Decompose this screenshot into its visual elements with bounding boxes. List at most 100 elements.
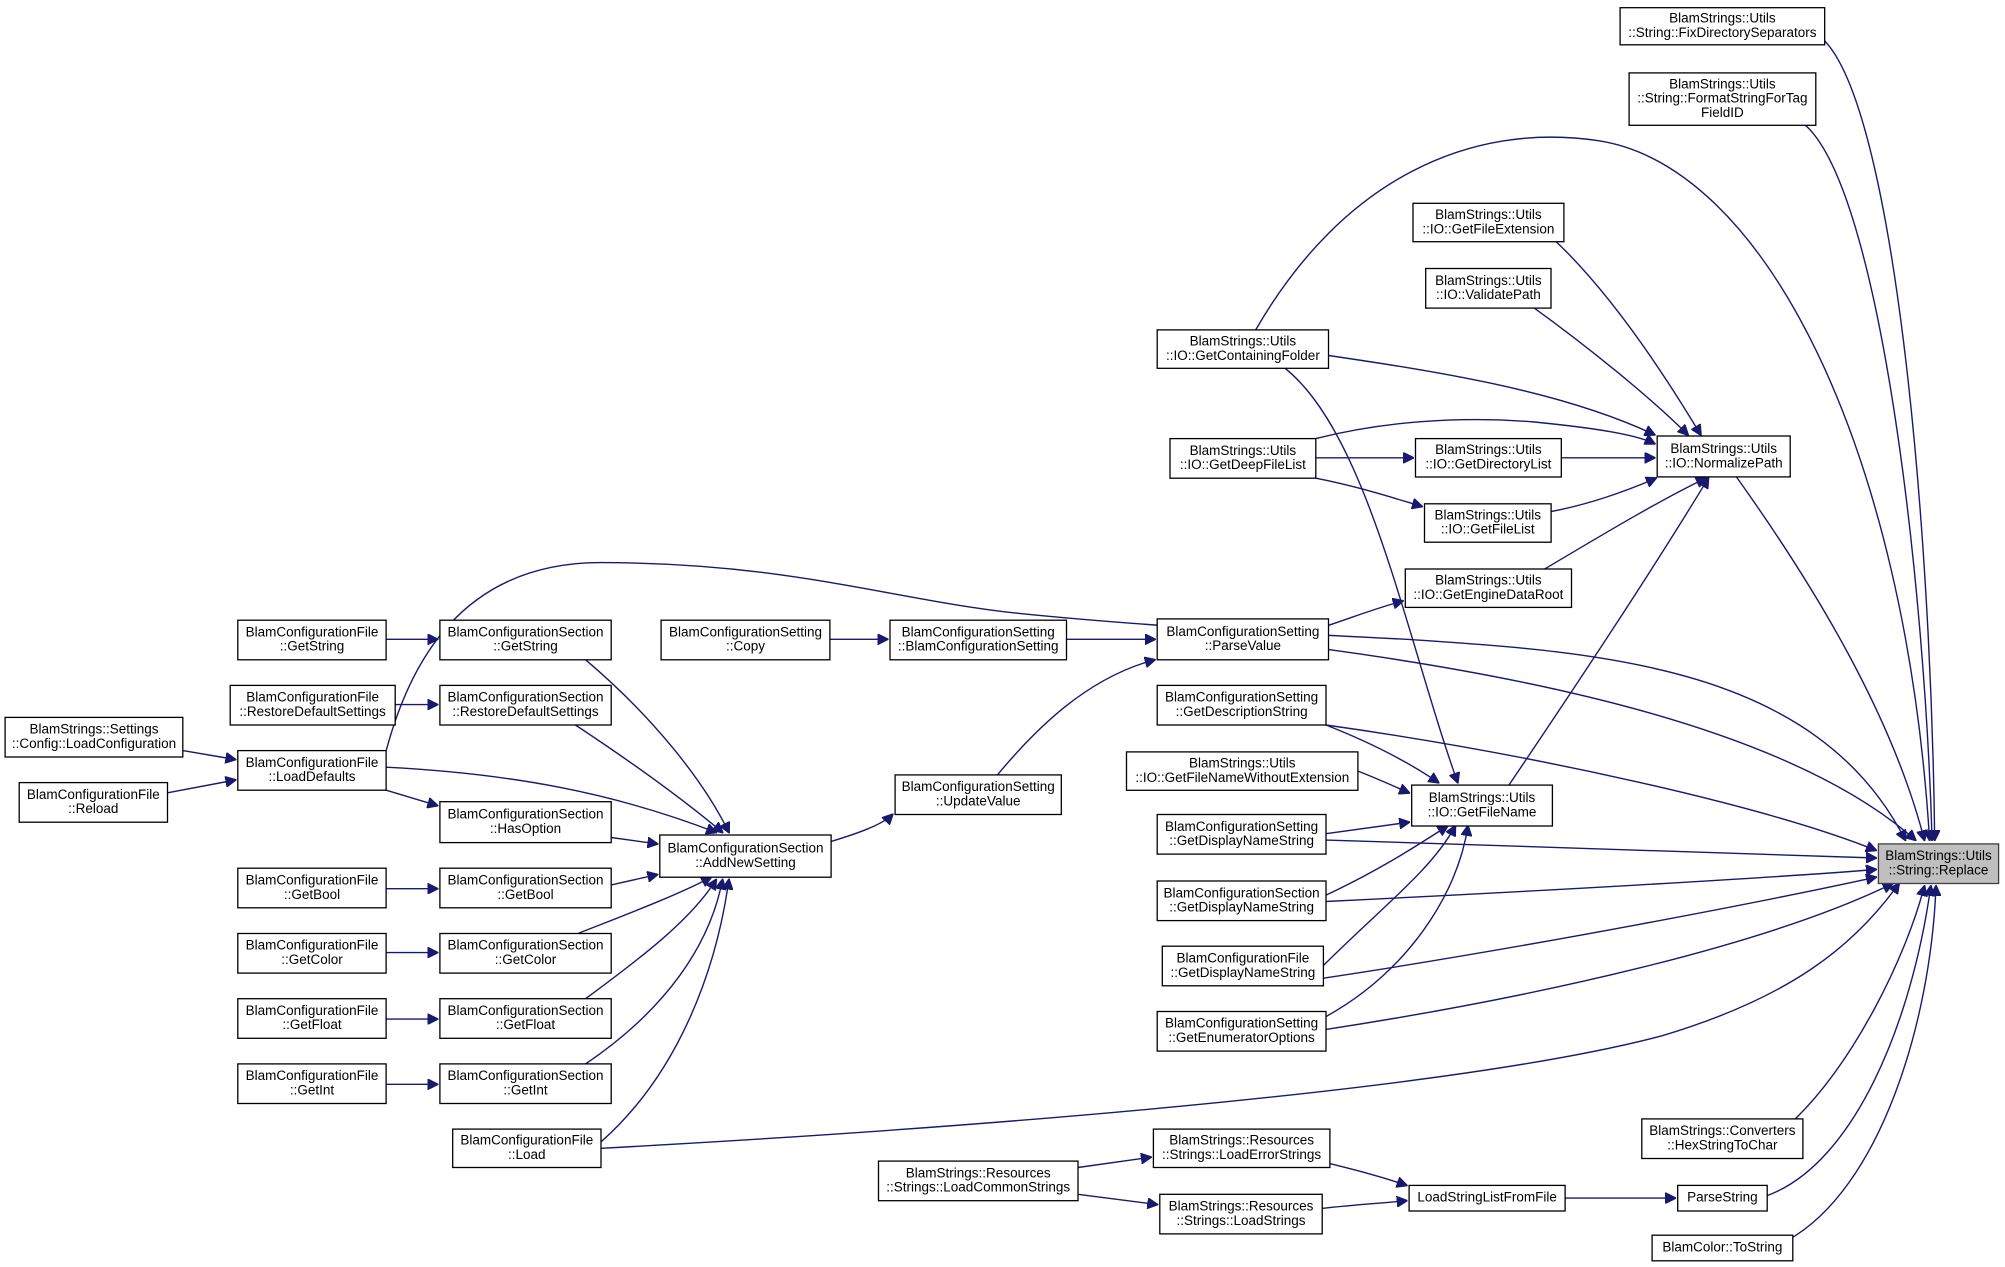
node-cfgsec-getbool[interactable]: BlamConfigurationSection::GetBool — [439, 867, 612, 909]
node-label: ::String::FixDirectorySeparators — [1628, 25, 1817, 40]
call-edge — [1325, 724, 1439, 783]
node-cfgfile-getint[interactable]: BlamConfigurationFile::GetInt — [237, 1063, 387, 1105]
node-box — [237, 619, 387, 661]
node-getfilename[interactable]: BlamStrings::Utils::IO::GetFileName — [1411, 784, 1554, 827]
node-label: ::String::FormatStringForTag — [1637, 91, 1807, 106]
call-edge — [1735, 476, 1925, 840]
node-cfgsec-getcolor[interactable]: BlamConfigurationSection::GetColor — [439, 932, 612, 974]
node-getdirlist[interactable]: BlamStrings::Utils::IO::GetDirectoryList — [1414, 437, 1562, 478]
call-edge — [1544, 478, 1706, 570]
node-cfgfile-getfloat[interactable]: BlamConfigurationFile::GetFloat — [237, 998, 387, 1039]
node-label: ::GetBool — [497, 887, 553, 902]
node-cfgfile-restore[interactable]: BlamConfigurationFile::RestoreDefaultSet… — [229, 684, 396, 726]
node-fixdirsep[interactable]: BlamStrings::Utils::String::FixDirectory… — [1619, 7, 1826, 46]
node-label: ::GetString — [280, 639, 345, 654]
node-box — [1152, 1128, 1331, 1169]
node-label: BlamStrings::Utils — [1435, 442, 1542, 457]
call-edge — [1329, 1162, 1407, 1186]
node-cfgsec-getfloat[interactable]: BlamConfigurationSection::GetFloat — [439, 998, 612, 1039]
node-box — [1411, 784, 1554, 827]
call-edge — [1322, 1201, 1406, 1210]
node-label: BlamConfigurationSetting — [1166, 624, 1319, 639]
node-box — [18, 781, 169, 823]
node-cfgfile-getbool[interactable]: BlamConfigurationFile::GetBool — [237, 867, 387, 909]
call-edge — [1077, 1157, 1151, 1169]
node-label: BlamStrings::Resources — [1169, 1199, 1314, 1214]
node-cfgset-updatevalue[interactable]: BlamConfigurationSetting::UpdateValue — [894, 774, 1062, 816]
node-cfgsec-restore[interactable]: BlamConfigurationSection::RestoreDefault… — [439, 684, 612, 726]
node-cfgsec-getdisplayname[interactable]: BlamConfigurationSection::GetDisplayName… — [1156, 880, 1327, 922]
node-getfilenamenoext[interactable]: BlamStrings::Utils::IO::GetFileNameWitho… — [1125, 751, 1359, 791]
node-label: BlamStrings::Utils — [1885, 848, 1992, 863]
call-edge — [611, 836, 657, 844]
node-box — [1628, 72, 1817, 126]
call-edge — [1328, 354, 1655, 435]
node-cfgset-getenum[interactable]: BlamConfigurationSetting::GetEnumeratorO… — [1156, 1010, 1327, 1052]
node-box — [452, 1128, 602, 1169]
node-label: ::GetInt — [503, 1082, 548, 1097]
node-cfgsec-addnewsetting[interactable]: BlamConfigurationSection::AddNewSetting — [659, 834, 832, 878]
node-label: BlamConfigurationFile — [246, 755, 379, 770]
node-label: ::GetColor — [495, 952, 557, 967]
node-label: BlamConfigurationFile — [246, 872, 379, 887]
node-getcontaining[interactable]: BlamStrings::Utils::IO::GetContainingFol… — [1156, 329, 1330, 369]
call-edge — [1766, 886, 1931, 1197]
node-validatepath[interactable]: BlamStrings::Utils::IO::ValidatePath — [1425, 267, 1552, 309]
node-cfgset-parsevalue[interactable]: BlamConfigurationSetting::ParseValue — [1156, 618, 1330, 661]
node-label: BlamStrings::Utils — [1669, 76, 1776, 91]
node-box — [1651, 1234, 1794, 1262]
node-res-loadstrings[interactable]: BlamStrings::Resources::Strings::LoadStr… — [1159, 1193, 1323, 1235]
node-blamcolor-tostring[interactable]: BlamColor::ToString — [1651, 1234, 1794, 1262]
call-edge — [1325, 884, 1893, 1031]
node-box — [1641, 1118, 1804, 1160]
node-box — [237, 932, 387, 974]
node-label: BlamConfigurationFile — [246, 690, 379, 705]
node-box — [439, 932, 612, 974]
node-cfgfile-getdisplayname[interactable]: BlamConfigurationFile::GetDisplayNameStr… — [1161, 945, 1325, 987]
node-box — [659, 834, 832, 878]
node-loadstringlist[interactable]: LoadStringListFromFile — [1408, 1184, 1566, 1212]
node-cfgfile-getcolor[interactable]: BlamConfigurationFile::GetColor — [237, 932, 387, 974]
node-cfgsec-getint[interactable]: BlamConfigurationSection::GetInt — [439, 1063, 612, 1105]
call-edge — [1328, 601, 1403, 626]
call-edge — [182, 749, 235, 760]
node-cfgfile-loaddefaults[interactable]: BlamConfigurationFile::LoadDefaults — [237, 749, 387, 791]
node-label: BlamConfigurationFile — [246, 1003, 379, 1018]
node-getfilelist[interactable]: BlamStrings::Utils::IO::GetFileList — [1423, 503, 1552, 543]
node-cfgset-getdisplayname[interactable]: BlamConfigurationSetting::GetDisplayName… — [1156, 813, 1327, 855]
call-edge — [385, 561, 1905, 841]
call-edge — [1328, 648, 1916, 841]
node-cfgset-getdesc[interactable]: BlamConfigurationSetting::GetDescription… — [1156, 684, 1327, 726]
node-box — [1156, 813, 1327, 855]
node-cfgfile-getstring[interactable]: BlamConfigurationFile::GetString — [237, 619, 387, 661]
node-label: BlamConfigurationSection — [667, 840, 823, 855]
node-box — [1408, 1184, 1566, 1212]
node-cfgsec-getstring[interactable]: BlamConfigurationSection::GetString — [439, 619, 612, 661]
node-getdeepfilelist[interactable]: BlamStrings::Utils::IO::GetDeepFileList — [1169, 437, 1317, 479]
node-replace[interactable]: BlamStrings::Utils::String::Replace — [1877, 843, 2000, 885]
node-res-loadcommon[interactable]: BlamStrings::Resources::Strings::LoadCom… — [877, 1160, 1079, 1202]
node-formatstring[interactable]: BlamStrings::Utils::String::FormatString… — [1628, 72, 1817, 126]
call-edge — [600, 880, 729, 1143]
node-cfgfile-load[interactable]: BlamConfigurationFile::Load — [452, 1128, 602, 1169]
node-label: BlamConfigurationSection — [447, 690, 603, 705]
node-res-loaderror[interactable]: BlamStrings::Resources::Strings::LoadErr… — [1152, 1128, 1331, 1169]
call-edge — [1077, 1193, 1157, 1204]
node-parsestring[interactable]: ParseString — [1677, 1184, 1768, 1212]
node-label: BlamStrings::Resources — [1169, 1133, 1314, 1148]
node-cfgfile-reload[interactable]: BlamConfigurationFile::Reload — [18, 781, 169, 823]
node-label: ::HasOption — [490, 821, 561, 836]
node-cfgset-copy[interactable]: BlamConfigurationSetting::Copy — [660, 619, 831, 661]
node-settings-loadconfig[interactable]: BlamStrings::Settings::Config::LoadConfi… — [4, 716, 184, 758]
call-edge — [1323, 877, 1876, 979]
node-label: BlamConfigurationSection — [447, 1068, 603, 1083]
call-edge — [600, 884, 1899, 1149]
node-hexstringtochar[interactable]: BlamStrings::Converters::HexStringToChar — [1641, 1118, 1804, 1160]
node-getfileext[interactable]: BlamStrings::Utils::IO::GetFileExtension — [1412, 202, 1565, 243]
graph-nodes: BlamStrings::Utils::String::ReplaceBlamS… — [4, 7, 2000, 1262]
node-getenginedataroot[interactable]: BlamStrings::Utils::IO::GetEngineDataRoo… — [1404, 568, 1573, 609]
node-label: BlamStrings::Utils — [1190, 333, 1297, 348]
node-cfgset-ctor[interactable]: BlamConfigurationSetting::BlamConfigurat… — [889, 619, 1068, 661]
node-cfgsec-hasoption[interactable]: BlamConfigurationSection::HasOption — [439, 801, 612, 844]
node-normalizepath[interactable]: BlamStrings::Utils::IO::NormalizePath — [1656, 435, 1791, 478]
